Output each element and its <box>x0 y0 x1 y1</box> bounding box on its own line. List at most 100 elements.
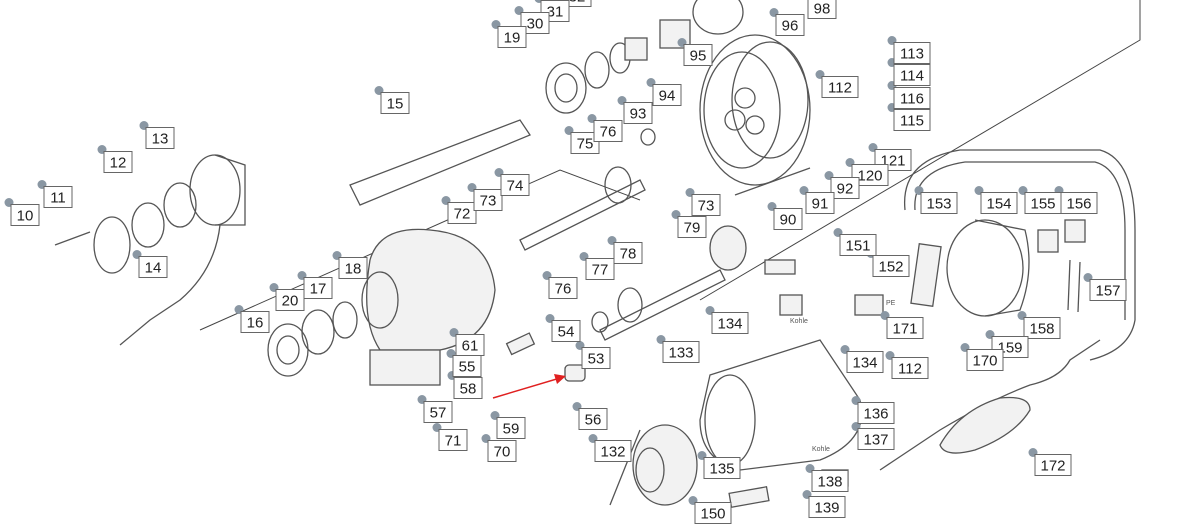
part-label-137: 137 <box>857 428 895 450</box>
part-label-13: 13 <box>145 127 175 149</box>
part-number: 134 <box>717 316 742 333</box>
part-label-61: 61 <box>455 334 485 356</box>
part-number: 10 <box>17 208 34 225</box>
part-label-73: 73 <box>473 189 503 211</box>
part-label-18: 18 <box>338 257 368 279</box>
pe-label: PE <box>886 300 896 307</box>
label-box <box>662 341 700 363</box>
part-label-79: 79 <box>677 216 707 238</box>
part-label-55: 55 <box>452 355 482 377</box>
label-box <box>893 42 931 64</box>
part-number: 57 <box>430 405 447 422</box>
label-box <box>581 347 611 369</box>
part-number: 53 <box>588 351 605 368</box>
part-labels: 3231301915131211101416201718615558577159… <box>10 0 1127 524</box>
part-number: 95 <box>690 48 707 65</box>
part-number: 17 <box>310 281 327 298</box>
kohle-label-bottom: Kohle <box>812 446 830 453</box>
label-box <box>623 102 653 124</box>
part-number: 18 <box>345 261 362 278</box>
label-box <box>10 204 40 226</box>
part-label-20: 20 <box>275 289 305 311</box>
part-number: 54 <box>558 324 575 341</box>
part-label-150: 150 <box>694 502 732 524</box>
part-label-78: 78 <box>613 242 643 264</box>
part-number: 55 <box>459 359 476 376</box>
part-label-92: 92 <box>830 177 860 199</box>
label-box <box>683 44 713 66</box>
part-number: 58 <box>460 381 477 398</box>
part-number: 79 <box>684 220 701 237</box>
label-box <box>811 470 849 492</box>
label-box <box>980 192 1018 214</box>
part-number: 76 <box>555 281 572 298</box>
part-number: 115 <box>900 113 924 130</box>
label-box <box>613 242 643 264</box>
part-number: 11 <box>50 190 66 207</box>
part-number: 152 <box>878 259 903 276</box>
part-label-95: 95 <box>683 44 713 66</box>
part-label-157: 157 <box>1089 279 1127 301</box>
label-box <box>275 289 305 311</box>
part-label-90: 90 <box>773 208 803 230</box>
part-number: 75 <box>577 136 594 153</box>
part-number: 77 <box>592 262 609 279</box>
part-number: 157 <box>1095 283 1120 300</box>
label-box <box>338 257 368 279</box>
label-box <box>893 64 931 86</box>
part-label-120: 120 <box>851 164 889 186</box>
part-label-153: 153 <box>920 192 958 214</box>
part-number: 71 <box>445 433 462 450</box>
part-label-112: 112 <box>821 76 859 98</box>
label-box <box>857 428 895 450</box>
part-number: 138 <box>817 474 842 491</box>
part-number: 61 <box>462 338 479 355</box>
annotations: Kohle Kohle PE <box>790 300 896 453</box>
part-label-115: 115 <box>893 109 931 131</box>
part-label-15: 15 <box>380 92 410 114</box>
label-box <box>423 401 453 423</box>
part-number: 31 <box>547 4 564 21</box>
part-number: 93 <box>630 106 647 123</box>
label-box <box>1023 317 1061 339</box>
label-box <box>775 14 805 36</box>
label-box <box>920 192 958 214</box>
label-box <box>447 202 477 224</box>
label-box <box>452 355 482 377</box>
part-label-151: 151 <box>839 234 877 256</box>
part-label-112: 112 <box>891 357 929 379</box>
label-box <box>711 312 749 334</box>
part-label-75: 75 <box>570 132 600 154</box>
label-box <box>487 440 517 462</box>
part-label-32: 32 <box>562 0 592 7</box>
part-number: 20 <box>282 293 299 310</box>
part-label-12: 12 <box>103 151 133 173</box>
part-number: 94 <box>659 88 676 105</box>
label-box <box>677 216 707 238</box>
part-label-30: 30 <box>520 12 550 34</box>
part-label-135: 135 <box>703 457 741 479</box>
label-box <box>585 258 615 280</box>
part-label-59: 59 <box>496 417 526 439</box>
part-label-54: 54 <box>551 320 581 342</box>
label-box <box>773 208 803 230</box>
part-number: 132 <box>600 444 625 461</box>
part-number: 133 <box>668 345 693 362</box>
part-number: 98 <box>814 1 831 18</box>
label-box <box>43 186 73 208</box>
part-label-138: 138 <box>811 470 849 492</box>
label-box <box>303 277 333 299</box>
part-label-134: 134 <box>846 351 884 373</box>
part-number: 90 <box>780 212 797 229</box>
part-number: 159 <box>997 340 1022 357</box>
part-number: 172 <box>1040 458 1065 475</box>
part-label-94: 94 <box>652 84 682 106</box>
label-box <box>857 402 895 424</box>
part-label-114: 114 <box>893 64 931 86</box>
label-box <box>562 0 592 7</box>
label-box <box>496 417 526 439</box>
part-label-93: 93 <box>623 102 653 124</box>
label-box <box>520 12 550 34</box>
part-label-136: 136 <box>857 402 895 424</box>
part-number: 13 <box>152 131 169 148</box>
